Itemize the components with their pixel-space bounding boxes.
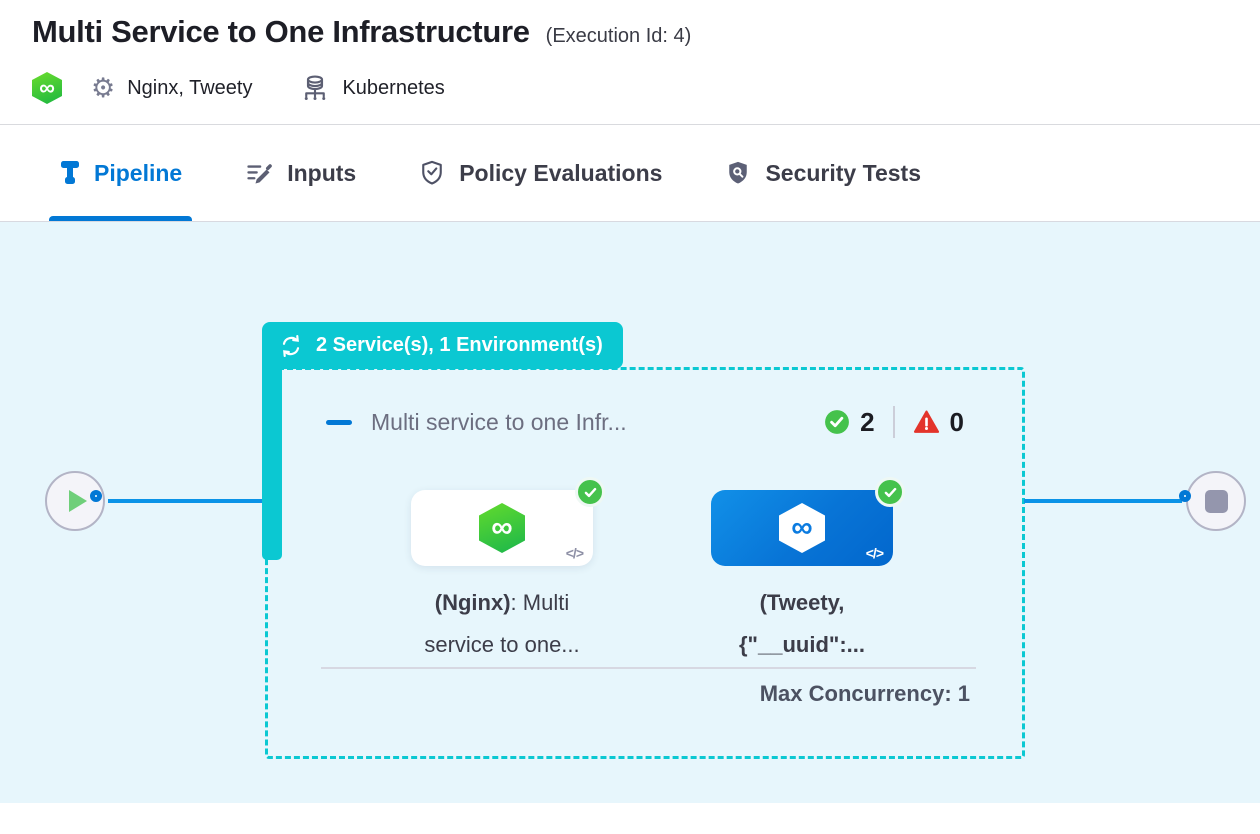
tab-label: Pipeline (94, 159, 183, 186)
stage-title: Multi service to one Infr... (371, 408, 627, 435)
service-card-tweety[interactable]: ∞ </> (711, 477, 905, 566)
edge-start-to-stage (108, 499, 266, 503)
end-connector-point[interactable] (1179, 490, 1191, 502)
stage-status-counts: 2 0 (824, 406, 964, 438)
tab-policy-evaluations[interactable]: Policy Evaluations (412, 125, 668, 221)
start-connector-point[interactable] (90, 490, 102, 502)
play-icon (68, 490, 87, 512)
execution-id: (Execution Id: 4) (545, 25, 692, 47)
header-divider (0, 124, 1260, 125)
execution-header: Multi Service to One Infrastructure (Exe… (0, 0, 1260, 124)
stage-header: Multi service to one Infr... 2 (326, 406, 964, 438)
tab-pipeline[interactable]: Pipeline (48, 125, 193, 221)
collapse-icon[interactable] (326, 419, 352, 425)
services-label: Nginx, Tweety (127, 76, 253, 99)
infinity-glyph: ∞ (39, 75, 55, 100)
shield-scan-icon (724, 158, 752, 188)
service-card-nginx[interactable]: ∞ </> (411, 477, 605, 566)
service-name: (Nginx) (434, 590, 511, 615)
code-icon: </> (565, 545, 584, 561)
stage-group-box: Multi service to one Infr... 2 (265, 367, 1025, 759)
loop-icon (278, 333, 304, 359)
shield-check-icon (418, 158, 446, 188)
count-divider (892, 406, 895, 438)
gear-icon: ⚙ (91, 73, 116, 103)
stop-icon (1204, 489, 1228, 513)
inputs-icon (244, 159, 274, 187)
pipeline-icon (59, 158, 81, 188)
tab-label: Policy Evaluations (459, 159, 663, 186)
max-concurrency-label: Max Concurrency: 1 (759, 681, 970, 706)
tab-label: Inputs (287, 159, 357, 186)
pipeline-canvas: 2 Service(s), 1 Environment(s) Multi ser… (0, 222, 1260, 803)
success-count: 2 (860, 406, 875, 437)
harness-service-icon: ∞ (779, 503, 825, 553)
service-label-nginx: (Nginx): Multi service to one... (402, 582, 602, 666)
tab-label: Security Tests (765, 159, 921, 186)
failure-count: 0 (949, 406, 964, 437)
success-check-icon (824, 409, 850, 435)
page-title: Multi Service to One Infrastructure (32, 14, 530, 49)
tab-inputs[interactable]: Inputs (238, 125, 362, 221)
stage-footer-divider (321, 667, 976, 669)
error-warning-icon (913, 409, 940, 435)
stage-accent-strip (262, 332, 282, 560)
success-badge-icon (875, 477, 905, 507)
pipeline-end-node[interactable] (1186, 471, 1246, 531)
harness-logo-icon: ∞ (32, 72, 62, 104)
success-badge-icon (575, 477, 605, 507)
harness-service-icon: ∞ (479, 503, 525, 553)
infrastructure-icon (300, 73, 330, 103)
tab-security-tests[interactable]: Security Tests (718, 125, 927, 221)
service-label-tweety: (Tweety, {"__uuid":... (702, 582, 902, 666)
infinity-glyph: ∞ (791, 511, 813, 544)
stage-badge-label: 2 Service(s), 1 Environment(s) (316, 334, 603, 356)
tab-bar: Pipeline Inputs Policy Evaluations (0, 125, 1260, 222)
service-desc: : Multi service to one... (424, 590, 580, 657)
infinity-glyph: ∞ (491, 511, 513, 544)
edge-stage-to-end (1024, 499, 1182, 503)
infrastructure-label: Kubernetes (342, 76, 445, 99)
code-icon: </> (865, 545, 884, 561)
service-name: (Tweety, {"__uuid":... (739, 590, 865, 657)
stage-loop-badge[interactable]: 2 Service(s), 1 Environment(s) (262, 322, 623, 369)
